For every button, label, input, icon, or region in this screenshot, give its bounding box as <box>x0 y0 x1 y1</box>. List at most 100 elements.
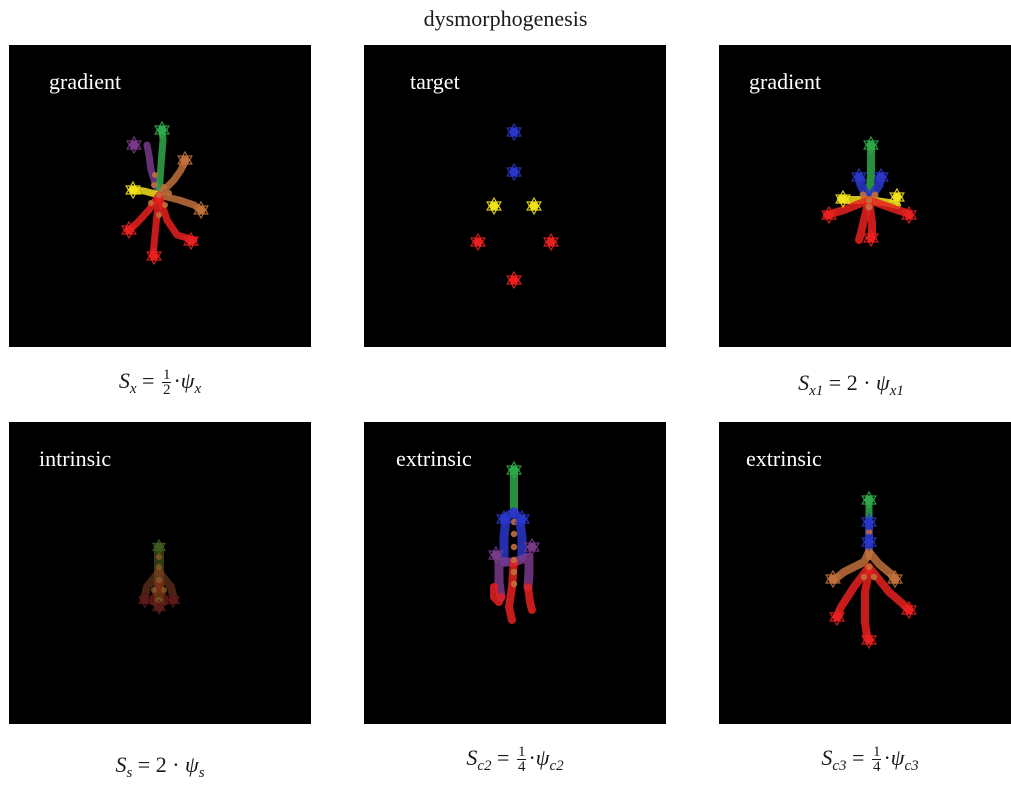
cell-dot <box>166 190 172 196</box>
cell-dot <box>156 554 162 560</box>
cell-dot <box>510 168 518 176</box>
cell-dot <box>156 192 162 198</box>
cell-dot <box>130 141 138 149</box>
panel-intrinsic: intrinsic <box>9 422 311 724</box>
cell-dot <box>490 202 498 210</box>
cell-dot <box>169 596 177 604</box>
cell-dot <box>865 203 873 211</box>
morphology-plot <box>137 538 181 616</box>
cell-dot <box>162 202 168 208</box>
figure-title: dysmorphogenesis <box>423 6 588 31</box>
cell-trail <box>155 126 167 199</box>
cell-dot <box>833 613 841 621</box>
panel-extrinsic-c2: extrinsic <box>364 422 666 724</box>
cell-dot <box>474 238 482 246</box>
cell-trail <box>490 583 505 606</box>
cell-trail <box>861 568 873 641</box>
cell-dot <box>865 563 873 571</box>
cell-dot <box>156 212 162 218</box>
cell-dot <box>129 186 137 194</box>
cell-dot <box>492 551 500 559</box>
cell-trail <box>509 552 534 592</box>
cell-dot <box>893 193 901 201</box>
morphology-plot <box>821 135 917 248</box>
formula-ss: Ss = 2 · ψs <box>115 752 205 781</box>
cell-dot <box>891 575 899 583</box>
morphology-plot <box>470 122 559 290</box>
cell-dot <box>510 518 518 526</box>
cell-dot <box>155 603 163 611</box>
cell-dot <box>865 518 873 526</box>
cell-dot <box>510 128 518 136</box>
morphology-plot <box>121 120 209 266</box>
cell-dot <box>510 530 518 538</box>
cell-dot <box>181 156 189 164</box>
cell-dot <box>865 528 873 536</box>
cell-dot <box>510 543 518 551</box>
cell-dot <box>156 564 162 570</box>
cell-dot <box>867 141 875 149</box>
cell-trail <box>509 507 527 562</box>
cell-dot <box>865 196 873 204</box>
cell-dot <box>865 538 873 546</box>
cell-dot <box>865 636 873 644</box>
panel-label: intrinsic <box>39 446 112 471</box>
cell-dot <box>187 237 195 245</box>
cell-dot <box>905 606 913 614</box>
panel-label: gradient <box>49 69 122 94</box>
cell-dot <box>148 200 154 206</box>
panel-target: target <box>364 45 666 347</box>
cell-trail <box>140 568 163 604</box>
cell-dot <box>150 252 158 260</box>
cell-dot <box>518 515 526 523</box>
panel-gradient-x1: gradient <box>719 45 1011 347</box>
cell-dot <box>151 182 157 188</box>
cell-dot <box>825 211 833 219</box>
cell-dot <box>141 596 149 604</box>
cell-dot <box>161 587 167 593</box>
cell-dot <box>510 556 518 564</box>
cell-trail <box>865 143 875 204</box>
morphology-plot <box>488 460 540 624</box>
cell-trail <box>155 568 178 604</box>
cell-dot <box>860 573 868 581</box>
formula-sx1: Sx1 = 2 · ψx1 <box>798 370 904 399</box>
cell-dot <box>161 184 167 190</box>
cell-dot <box>510 276 518 284</box>
cell-dot <box>528 543 536 551</box>
cell-dot <box>158 126 166 134</box>
panel-label: target <box>410 69 460 94</box>
panel-extrinsic-c3: extrinsic <box>719 422 1011 724</box>
panel-label: extrinsic <box>746 446 822 471</box>
cell-dot <box>530 202 538 210</box>
cell-dot <box>510 568 518 576</box>
cell-dot <box>125 226 133 234</box>
cell-trail <box>865 196 911 217</box>
cell-trail <box>524 583 536 614</box>
cell-dot <box>877 173 885 181</box>
cell-dot <box>829 575 837 583</box>
cell-dot <box>859 191 867 199</box>
cell-dot <box>197 206 205 214</box>
cell-dot <box>510 580 518 588</box>
cell-dot <box>865 553 873 561</box>
cell-dot <box>151 587 157 593</box>
cell-dot <box>547 238 555 246</box>
cell-dot <box>867 234 875 242</box>
cell-trail <box>494 557 519 602</box>
cell-dot <box>865 496 873 504</box>
cell-dot <box>510 466 518 474</box>
morphology-plot <box>825 490 917 650</box>
cell-dot <box>870 573 878 581</box>
cell-dot <box>871 191 879 199</box>
cell-dot <box>855 173 863 181</box>
cell-dot <box>156 577 162 583</box>
cell-dot <box>839 195 847 203</box>
cell-dot <box>152 172 158 178</box>
